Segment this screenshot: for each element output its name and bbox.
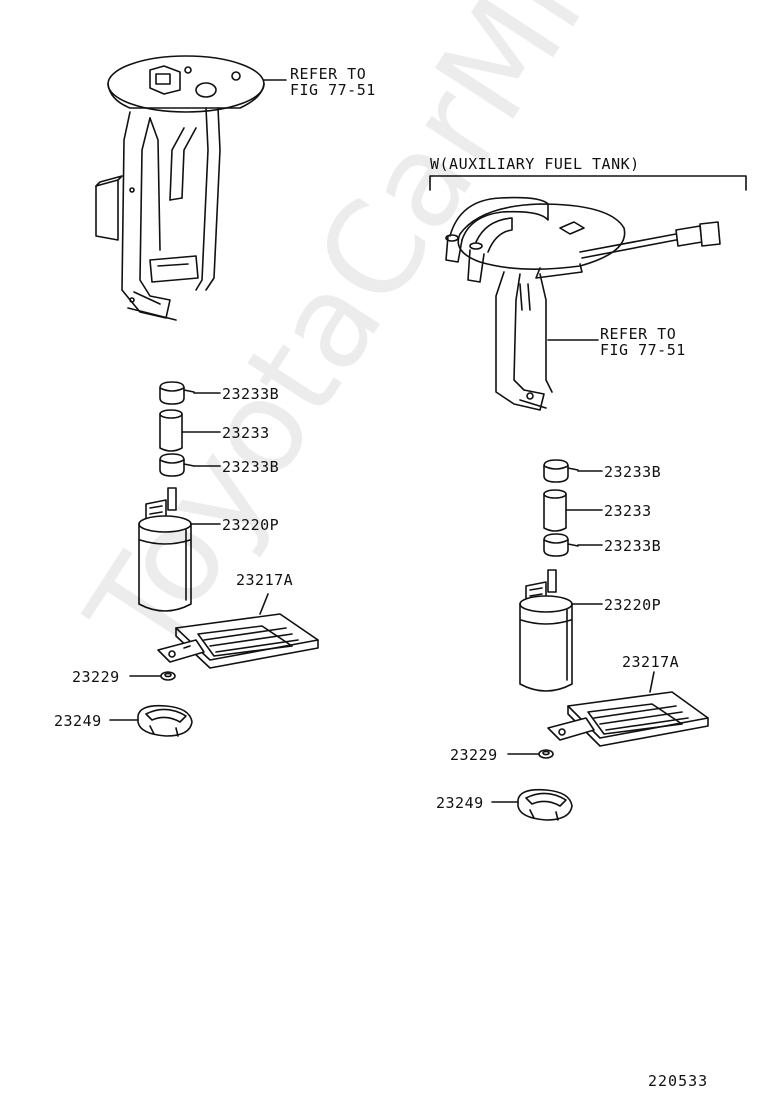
figure-number: 220533 (648, 1072, 709, 1090)
left-cushion-label: 23249 (54, 712, 102, 730)
left-washer-label: 23229 (72, 668, 120, 686)
right-pump-bracket (445, 196, 721, 411)
right-fuel-pump-shape (519, 569, 573, 692)
left-fuel-pump-shape (138, 487, 192, 612)
left-clamp-top-label: 23233B (222, 385, 280, 403)
right-hose-shape (543, 489, 567, 532)
right-clamp-top-shape (543, 459, 579, 483)
right-clamp-top-label: 23233B (604, 463, 662, 481)
left-clamp-bottom-label: 23233B (222, 458, 280, 476)
right-pump-label: 23220P (604, 596, 662, 614)
aux-tank-label: W(AUXILIARY FUEL TANK) (430, 155, 640, 173)
left-cushion-shape (137, 704, 193, 737)
right-washer-shape (538, 749, 554, 759)
refer-left-line1: REFER TO (290, 65, 367, 83)
left-hose-label: 23233 (222, 424, 270, 442)
left-pump-label: 23220P (222, 516, 280, 534)
left-clamp-top-shape (159, 381, 195, 405)
right-washer-label: 23229 (450, 746, 498, 764)
right-clamp-bottom-shape (543, 533, 579, 557)
left-pump-bracket (95, 55, 265, 321)
right-cushion-label: 23249 (436, 794, 484, 812)
left-clamp-bottom-shape (159, 453, 195, 477)
left-hose-shape (159, 409, 183, 452)
left-filter-label: 23217A (236, 571, 294, 589)
left-fuel-filter-shape (157, 593, 319, 669)
right-clamp-bottom-label: 23233B (604, 537, 662, 555)
left-washer-shape (160, 671, 176, 681)
right-fuel-filter-shape (547, 671, 709, 747)
refer-left-line2: FIG 77-51 (290, 81, 376, 99)
right-cushion-shape (517, 788, 573, 821)
refer-right-line1: REFER TO (600, 325, 677, 343)
aux-tank-bracket-line (429, 175, 747, 191)
right-hose-label: 23233 (604, 502, 652, 520)
refer-right-line2: FIG 77-51 (600, 341, 686, 359)
right-filter-label: 23217A (622, 653, 680, 671)
